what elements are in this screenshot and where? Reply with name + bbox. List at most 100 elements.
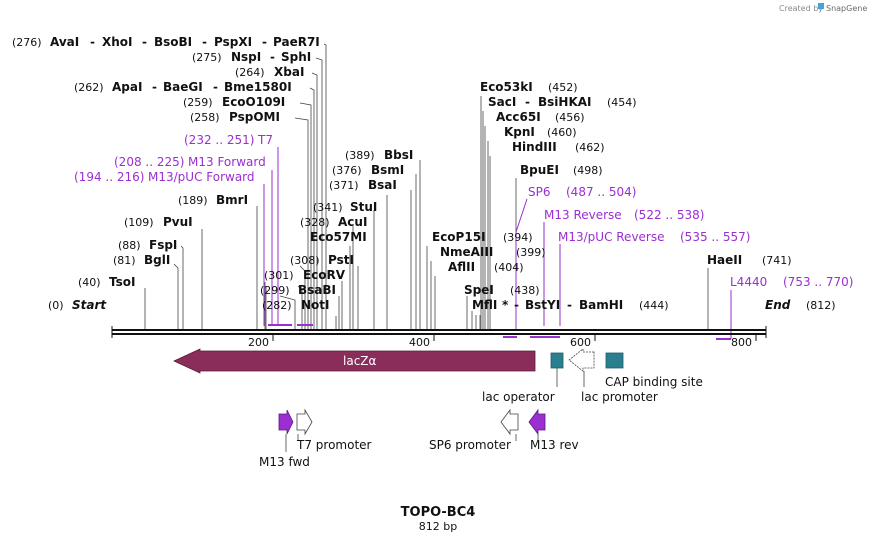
site-ecoo109i-group[interactable]: (259) EcoO109I: [183, 95, 285, 109]
label-text: lac promoter: [581, 390, 658, 404]
label-text: (394): [503, 231, 533, 244]
label-text: (88): [118, 239, 141, 252]
primer-m13-forward[interactable]: (208 .. 225) M13 Forward: [114, 155, 266, 169]
end-position: (812): [806, 299, 836, 312]
label-text: M13 fwd: [259, 455, 310, 469]
site-bbsi-group[interactable]: (389) BbsI: [345, 148, 413, 162]
site-haeii-group[interactable]: HaeII (741): [707, 253, 792, 267]
site-bsai-group[interactable]: (371) BsaI: [329, 178, 397, 192]
site-fspi: FspI: [149, 238, 177, 252]
feature-lacz-alpha[interactable]: lacZα: [173, 348, 536, 374]
site-tsoi: TsoI: [109, 275, 135, 289]
primer-sp6[interactable]: SP6 (487 .. 504): [528, 185, 636, 199]
label-text: (741): [762, 254, 792, 267]
primer-m13-reverse[interactable]: M13 Reverse (522 .. 538): [544, 208, 704, 222]
site-pspxi: PspXI: [214, 35, 252, 49]
site-ecorv-group[interactable]: (301) EcoRV: [264, 268, 346, 282]
label-text: (301): [264, 269, 294, 282]
label-text: (456): [555, 111, 585, 124]
site-acc65i-group[interactable]: Acc65I (456): [496, 110, 585, 124]
label-text: (308): [290, 254, 320, 267]
label-text: M13 Reverse: [544, 208, 622, 222]
label-text: (371): [329, 179, 359, 192]
tick-600: 600: [570, 336, 591, 349]
primer-m13-puc-reverse[interactable]: M13/pUC Reverse (535 .. 557): [558, 230, 750, 244]
label-text: (194 .. 216): [74, 170, 144, 184]
label-text: (109): [124, 216, 154, 229]
svg-text:-: -: [514, 298, 519, 312]
site-hindiii: HindIII: [512, 140, 557, 154]
site-mfli-group[interactable]: MflI * - BstYI - BamHI (444): [472, 298, 669, 312]
site-ecorv: EcoRV: [303, 268, 346, 282]
feature-m13-fwd[interactable]: M13 fwd: [259, 409, 310, 469]
label-text: (462): [575, 141, 605, 154]
tick-400: 400: [409, 336, 430, 349]
label-text: (40): [78, 276, 101, 289]
site-baegi: BaeGI: [163, 80, 203, 94]
svg-text:-: -: [262, 35, 267, 49]
label-text: (189): [178, 194, 208, 207]
site-bgli-group[interactable]: (81) BglI: [113, 253, 170, 267]
site-aflii-group[interactable]: AflII (404): [448, 260, 524, 274]
site-bpuei-group[interactable]: BpuEI (498): [520, 163, 603, 177]
feature-t7-promoter[interactable]: T7 promoter: [296, 408, 372, 452]
site-fspi-group[interactable]: (88) FspI: [118, 238, 177, 252]
site-xbai-group[interactable]: (264) XbaI: [235, 65, 304, 79]
site-pspomi-group[interactable]: (258) PspOMI: [190, 110, 280, 124]
site-bamhi: BamHI: [579, 298, 623, 312]
site-eco53ki-group[interactable]: Eco53kI (452): [480, 80, 578, 94]
site-bsmi-group[interactable]: (376) BsmI: [332, 163, 404, 177]
site-eco57mi-group[interactable]: Eco57MI: [310, 230, 367, 244]
site-avai-group[interactable]: (276) AvaI - XhoI - BsoBI - PspXI - PaeR…: [12, 35, 320, 49]
feature-lac-promoter[interactable]: lac promoter: [568, 348, 658, 404]
site-xhoi: XhoI: [102, 35, 133, 49]
site-bmri-group[interactable]: (189) BmrI: [178, 193, 248, 207]
svg-text:-: -: [90, 35, 95, 49]
svg-text:-: -: [525, 95, 530, 109]
site-bsai: BsaI: [368, 178, 397, 192]
site-ecop15i-group[interactable]: EcoP15I (394): [432, 230, 533, 244]
tick-200: 200: [248, 336, 269, 349]
site-kpni-group[interactable]: KpnI (460): [504, 125, 577, 139]
label-text: (258): [190, 111, 220, 124]
site-noti: NotI: [301, 298, 330, 312]
site-pvui-group[interactable]: (109) PvuI: [124, 215, 193, 229]
site-tsoi-group[interactable]: (40) TsoI: [78, 275, 135, 289]
site-haeii: HaeII: [707, 253, 742, 267]
label-text: (399): [516, 246, 546, 259]
site-psti: PstI: [328, 253, 354, 267]
site-spei-group[interactable]: SpeI (438): [464, 283, 540, 297]
map-length: 812 bp: [419, 520, 457, 533]
label-text: (81): [113, 254, 136, 267]
site-hindiii-group[interactable]: HindIII (462): [512, 140, 605, 154]
site-bstyi: BstYI: [525, 298, 560, 312]
site-stui-group[interactable]: (341) StuI: [313, 200, 377, 214]
feature-cap-binding-site[interactable]: CAP binding site: [605, 352, 703, 389]
svg-text:-: -: [142, 35, 147, 49]
feature-m13-rev[interactable]: M13 rev: [528, 408, 579, 452]
lacz-label: lacZα: [343, 354, 377, 368]
site-apai-group[interactable]: (262) ApaI - BaeGI - Bme1580I: [74, 80, 292, 94]
site-psti-group[interactable]: (308) PstI: [290, 253, 354, 267]
feature-lac-operator[interactable]: lac operator: [482, 352, 564, 404]
site-bsihkai: BsiHKAI: [538, 95, 592, 109]
site-acui-group[interactable]: (328) AcuI: [300, 215, 367, 229]
site-nmeaiii-group[interactable]: NmeAIII (399): [440, 245, 546, 259]
site-nspi-group[interactable]: (275) NspI - SphI: [192, 50, 311, 64]
label-text: (753 .. 770): [783, 275, 853, 289]
site-acc65i: Acc65I: [496, 110, 541, 124]
label-text: SP6 promoter: [429, 438, 511, 452]
site-saci-group[interactable]: SacI - BsiHKAI (454): [488, 95, 637, 109]
feature-sp6-promoter[interactable]: SP6 promoter: [429, 408, 519, 452]
label-text: (232 .. 251): [184, 133, 254, 147]
primer-l4440[interactable]: L4440 (753 .. 770): [730, 275, 853, 289]
label-text: (328): [300, 216, 330, 229]
label-text: (452): [548, 81, 578, 94]
site-noti-group[interactable]: (282) NotI: [262, 298, 330, 312]
label-text: (259): [183, 96, 213, 109]
site-bsabi-group[interactable]: (299) BsaBI: [260, 283, 336, 297]
label-text: (299): [260, 284, 290, 297]
site-pos: (276): [12, 36, 42, 49]
primer-t7[interactable]: (232 .. 251) T7: [184, 133, 273, 147]
primer-m13-puc-forward[interactable]: (194 .. 216) M13/pUC Forward: [74, 170, 255, 184]
